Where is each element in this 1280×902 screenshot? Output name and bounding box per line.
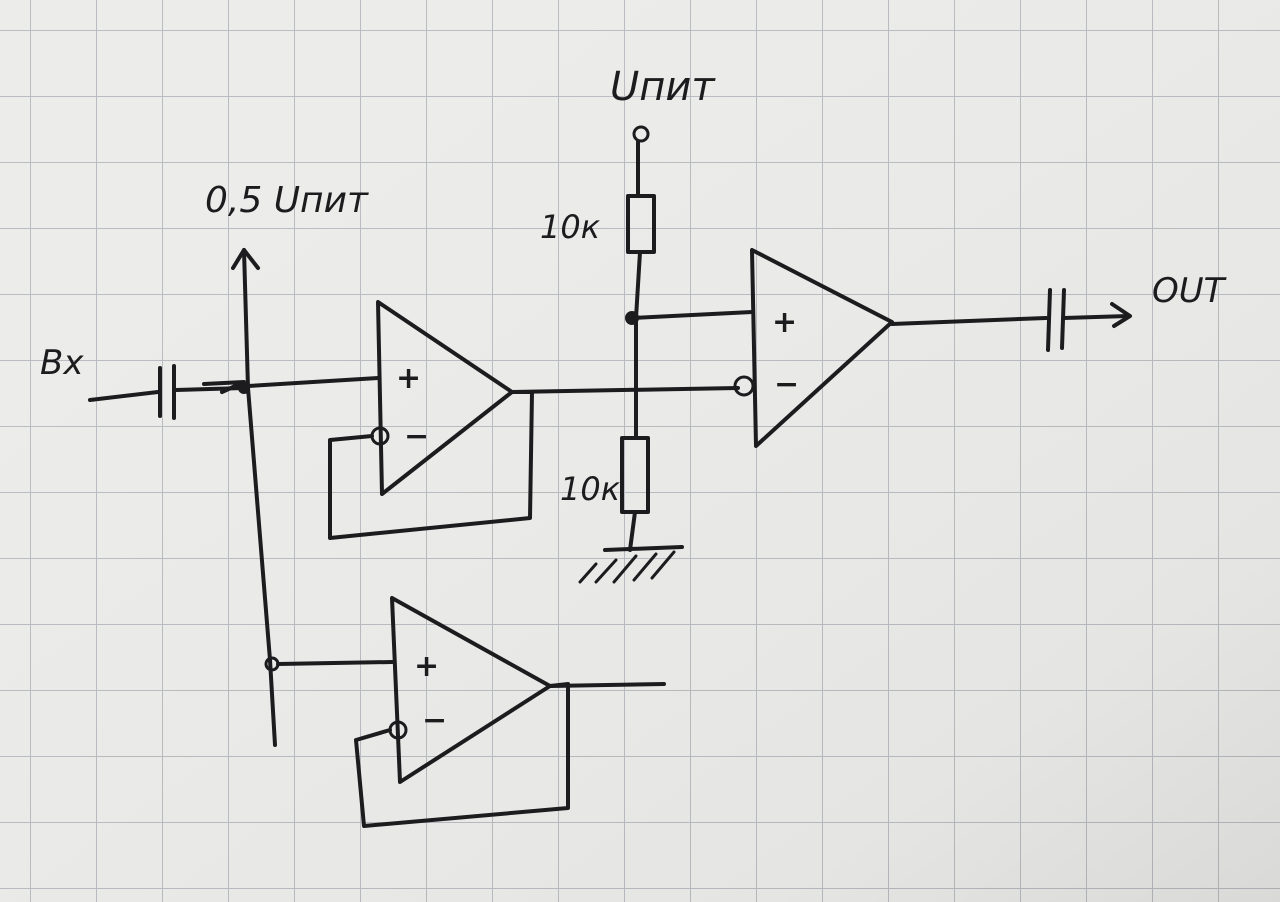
output-wire xyxy=(890,316,1048,326)
opamp-3-inverting-node xyxy=(733,375,755,397)
half-supply-label: 0,5 Uпит xyxy=(205,180,369,221)
input-wire xyxy=(88,390,160,402)
supply-terminal-icon xyxy=(632,125,650,143)
supply-label: Uпит xyxy=(610,64,716,110)
bias-junction-dot xyxy=(238,382,250,394)
ground-wire xyxy=(628,510,637,552)
opamp-3: + − xyxy=(733,248,894,448)
opamp-3-minus-sign: − xyxy=(774,367,799,402)
opamp-2-triangle xyxy=(390,596,552,784)
opamp-2: + − xyxy=(264,596,666,828)
opamp-1-minus-sign: − xyxy=(404,419,429,454)
opamp-3-plus-sign: + xyxy=(772,305,797,340)
opamp-2-minus-sign: − xyxy=(422,703,447,738)
opamp-2-input-wire xyxy=(276,660,394,666)
half-supply-arrow-icon xyxy=(231,248,260,270)
opamp-1-output-wire xyxy=(510,386,740,394)
output-arrow-icon xyxy=(1110,302,1132,328)
opamp-1-triangle xyxy=(376,300,514,496)
opamp-1-input-wire xyxy=(246,376,380,388)
ground-icon xyxy=(578,550,676,584)
opamp-1-plus-sign: + xyxy=(396,361,421,396)
divider-to-opamp-3-wire xyxy=(630,310,754,320)
opamp-2-output-wire xyxy=(548,682,666,688)
voltage-divider xyxy=(578,125,754,584)
resistor-top-value: 10к xyxy=(540,208,601,246)
output-label: OUT xyxy=(1152,271,1227,311)
ground-bar xyxy=(603,545,684,552)
bias-rail-lower xyxy=(246,386,277,747)
opamp-3-triangle xyxy=(750,248,894,448)
bias-rail xyxy=(231,248,277,747)
output-section xyxy=(890,288,1132,352)
opamp-1: + − xyxy=(246,300,534,540)
opamp-2-plus-sign: + xyxy=(414,649,439,684)
output-capacitor-wire xyxy=(1062,314,1130,320)
output-capacitor-plate-a xyxy=(1046,288,1052,352)
resistor-bottom-value: 10к xyxy=(560,470,621,508)
input-label: Вх xyxy=(40,343,84,383)
input-section xyxy=(88,364,246,420)
half-supply-rail-upper xyxy=(242,248,250,390)
